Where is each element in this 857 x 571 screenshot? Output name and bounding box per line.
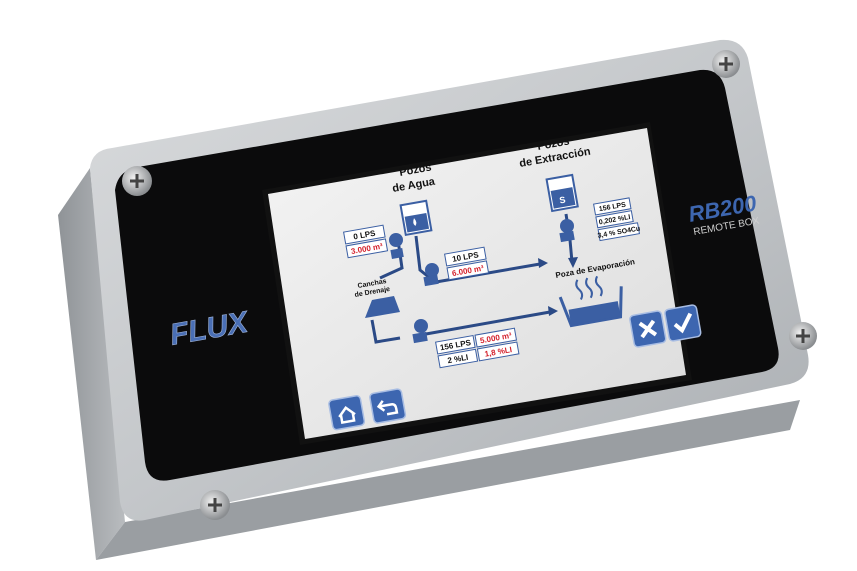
cancel-button[interactable] <box>629 310 667 348</box>
extraction-tank: S <box>545 173 579 213</box>
pump-icon <box>423 263 439 287</box>
extraction-tank-label: S <box>559 195 567 206</box>
readout-pozo-agua: 0 LPS 3.000 m³ <box>343 224 389 259</box>
pozos-extraccion-title-1: Pozos <box>536 136 570 153</box>
screw-bottom-right <box>789 322 817 350</box>
screw-bottom-left <box>200 490 230 520</box>
screw-top-right <box>712 50 740 78</box>
drainage-field-shape <box>365 296 400 318</box>
evaporation-pond <box>558 275 623 328</box>
home-icon <box>338 406 356 425</box>
flow-arrows <box>538 257 578 316</box>
pump-icon <box>559 219 575 243</box>
readout-bomba: 10 LPS 6.000 m³ <box>444 246 490 281</box>
canchas-label-1: Canchas <box>357 278 387 290</box>
pump-icon <box>389 233 404 259</box>
close-icon <box>638 319 658 339</box>
pump-icon <box>412 319 428 344</box>
readout-pct: 2 %LI <box>447 353 469 365</box>
back-button[interactable] <box>369 388 407 424</box>
steam-icon <box>575 275 603 300</box>
screw-top-left <box>122 166 152 196</box>
readout-extraccion: 156 LPS 0,202 %LI 3,4 % SO4Cu <box>593 197 641 242</box>
touchscreen[interactable] <box>262 122 692 445</box>
confirm-button[interactable] <box>664 304 702 342</box>
back-arrow-icon <box>376 400 399 416</box>
readout-flow: 156 LPS <box>598 202 626 214</box>
readout-drenaje: 156 LPS 5.000 m³ 2 %LI 1,8 %LI <box>435 327 520 369</box>
readout-flow: 0 LPS <box>353 229 377 242</box>
water-well-tank <box>399 199 433 237</box>
pozos-agua-title-1: Pozos <box>398 162 432 179</box>
home-button[interactable] <box>328 395 366 431</box>
check-icon <box>673 312 693 334</box>
water-drop-icon <box>413 218 417 227</box>
